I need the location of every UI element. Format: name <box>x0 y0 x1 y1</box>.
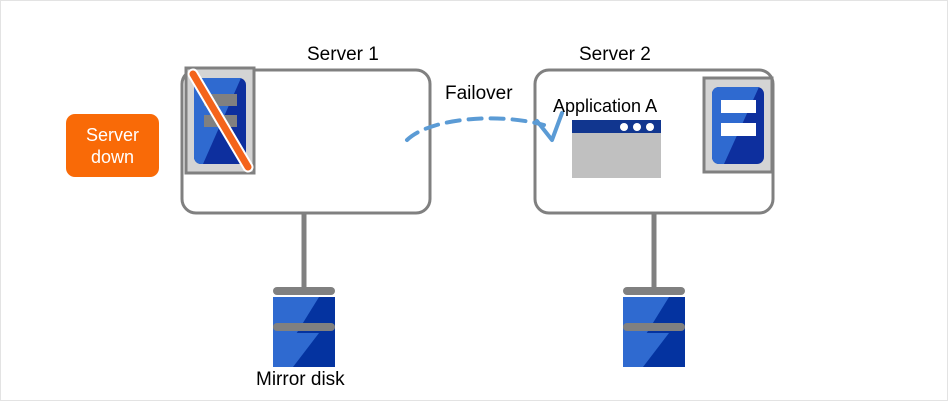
application-window-icon <box>572 120 661 178</box>
server-down-badge: Server down <box>66 114 159 177</box>
mirror-disk-label: Mirror disk <box>256 369 345 390</box>
server1-title: Server 1 <box>307 44 379 65</box>
mirror-disk-right-icon <box>623 287 685 367</box>
server-active-icon <box>702 76 774 174</box>
failover-arrow <box>405 111 564 142</box>
server-down-badge-line1: Server <box>85 124 139 145</box>
mirror-disk-left-icon <box>273 287 335 367</box>
application-label: Application A <box>553 96 658 116</box>
server-down-badge-line2: down <box>90 146 135 167</box>
server-down-icon <box>184 66 256 175</box>
failover-label: Failover <box>445 83 513 104</box>
server2-title: Server 2 <box>579 44 651 65</box>
